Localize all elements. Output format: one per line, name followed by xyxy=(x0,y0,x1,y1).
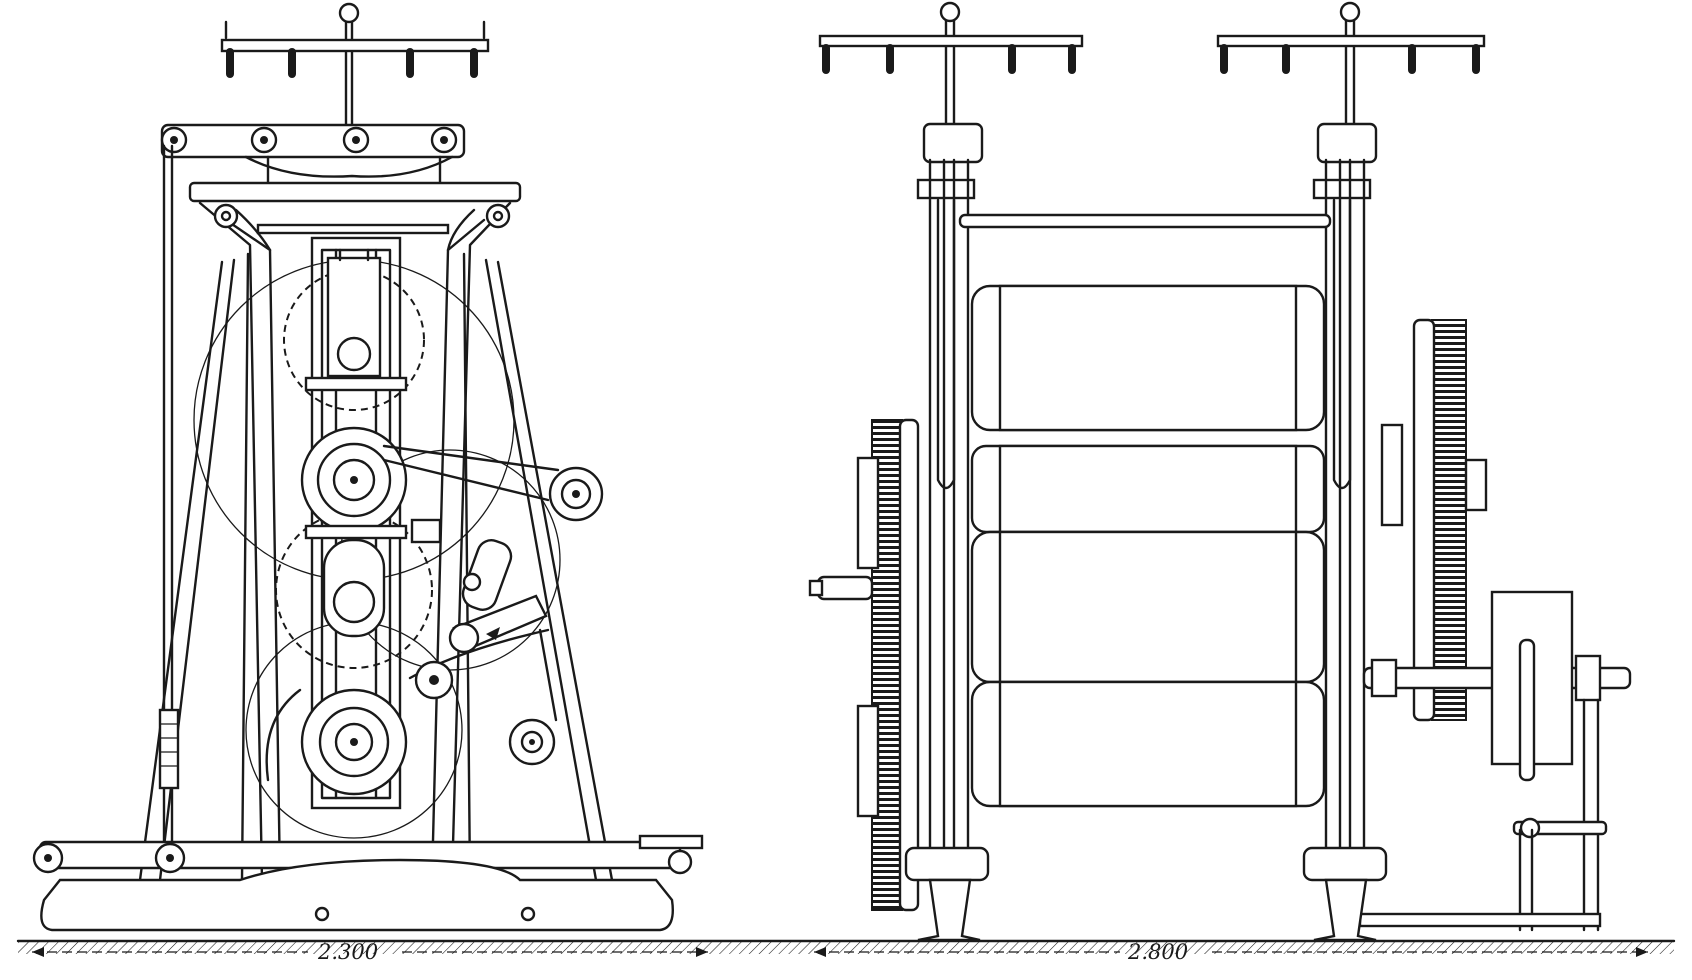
spool-spindle xyxy=(1068,44,1076,74)
roller-lower-left xyxy=(300,688,408,796)
upright-right xyxy=(1324,158,1366,862)
spool-rack-right-a xyxy=(818,1,1084,130)
ground-base xyxy=(16,939,1676,954)
roller-middle-left xyxy=(322,538,386,638)
belt-pulley-right xyxy=(1490,590,1574,782)
spool-spindle xyxy=(822,44,830,74)
feet-right xyxy=(904,846,1388,942)
top-slide-left xyxy=(304,248,408,540)
tension-arm-left xyxy=(410,518,548,700)
dimension-line-right: 2.800 xyxy=(814,940,1648,964)
spool-spindle xyxy=(1008,44,1016,74)
spool-spindle xyxy=(288,48,296,78)
vertical-rods-left xyxy=(158,144,180,860)
top-beam-left xyxy=(160,123,466,186)
tie-rod xyxy=(958,213,1332,229)
spool-spindle xyxy=(470,48,478,78)
gear-wheel-left xyxy=(808,418,920,912)
roller-upper-left xyxy=(300,426,408,534)
support-stand xyxy=(1358,698,1608,932)
spool-rack-left xyxy=(220,2,490,132)
dimension-label-left: 2.300 xyxy=(317,940,378,964)
small-pulley-left xyxy=(508,628,558,766)
spool-rack-right-b xyxy=(1216,1,1486,130)
spool-spindle xyxy=(1408,44,1416,74)
spool-spindle xyxy=(406,48,414,78)
spool-spindle xyxy=(1220,44,1228,74)
spool-spindle xyxy=(1472,44,1480,74)
side-elevation-view xyxy=(32,2,704,932)
base-left xyxy=(32,834,704,932)
cast-frame-left xyxy=(138,181,614,882)
dimension-label-right: 2.800 xyxy=(1127,940,1188,964)
spool-spindle xyxy=(226,48,234,78)
front-elevation-view xyxy=(808,1,1632,942)
spool-spindle xyxy=(1282,44,1290,74)
roller-stack xyxy=(970,284,1326,808)
gear-wheel-right xyxy=(1380,318,1488,722)
upright-left xyxy=(928,158,970,862)
dimension-line-left: 2.300 xyxy=(32,940,708,964)
bearing-blocks-top xyxy=(916,122,1378,200)
spool-spindle xyxy=(886,44,894,74)
